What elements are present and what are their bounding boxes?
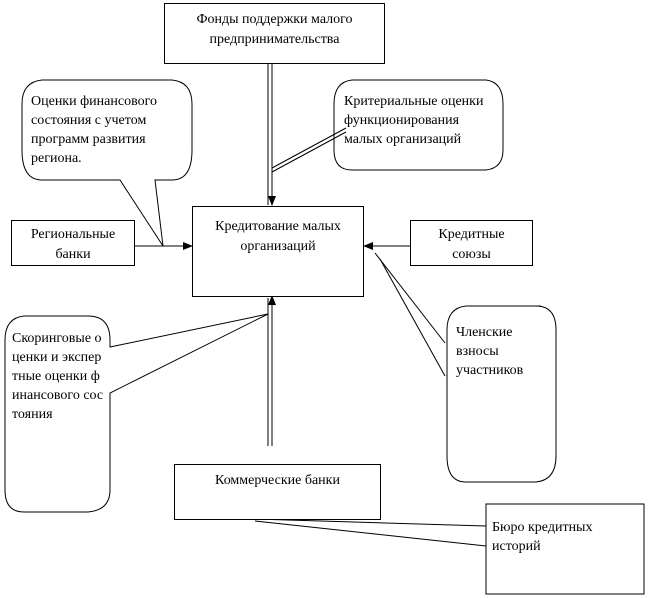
node-bureau: Бюро кредитных историй xyxy=(492,518,632,556)
callout-financial-assessment: Оценки финансового состояния с учетом пр… xyxy=(31,92,181,168)
pointer-fees-a xyxy=(374,252,446,344)
callout-criteria-text: Критериальные оценки функционирования ма… xyxy=(344,94,484,147)
callout-shape-member-fees xyxy=(446,305,557,483)
callout-member-fees: Членские взносы участников xyxy=(456,323,544,380)
callout-shape-bureau xyxy=(485,503,645,595)
callout-shape-scoring xyxy=(4,313,269,513)
pointer-criteria-a xyxy=(271,127,347,169)
node-regional-banks: Региональные банки xyxy=(11,220,135,266)
node-credit-unions: Кредитные союзы xyxy=(410,220,533,266)
pointer-bureau-a xyxy=(254,518,487,527)
node-funds-label: Фонды поддержки малого предпринимательст… xyxy=(196,12,353,47)
callout-shape-criteria xyxy=(333,79,504,171)
node-regional-banks-label: Региональные банки xyxy=(30,227,116,262)
callout-member-fees-text: Членские взносы участников xyxy=(456,325,524,378)
pointer-bureau-b xyxy=(254,520,487,547)
node-commercial-banks-label: Коммерческие банки xyxy=(215,473,340,488)
pointer-criteria-b xyxy=(271,131,347,173)
callout-criteria: Критериальные оценки функционирования ма… xyxy=(344,92,492,149)
pointer-fees-b xyxy=(379,258,446,377)
node-credit-unions-label: Кредитные союзы xyxy=(438,227,505,262)
node-commercial-banks: Коммерческие банки xyxy=(174,464,381,520)
node-funds: Фонды поддержки малого предпринимательст… xyxy=(164,3,385,64)
node-bureau-label: Бюро кредитных историй xyxy=(492,520,593,554)
node-center-label: Кредитование малых организаций xyxy=(215,219,341,254)
node-center: Кредитование малых организаций xyxy=(192,206,364,297)
callout-financial-assessment-text: Оценки финансового состояния с учетом пр… xyxy=(31,94,157,166)
callout-scoring-text: Скоринговые оценки и экспертные оценки ф… xyxy=(12,331,104,422)
callout-shape-financial xyxy=(21,79,193,247)
callout-scoring: Скоринговые оценки и экспертные оценки ф… xyxy=(12,329,104,424)
